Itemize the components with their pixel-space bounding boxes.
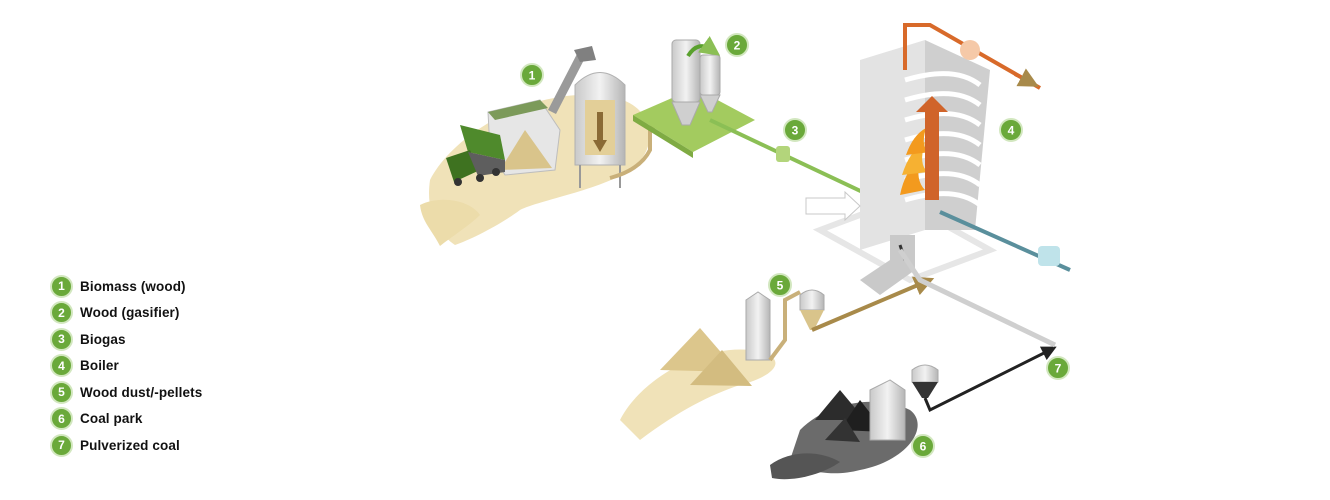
legend-item-pulverized-coal: 7 Pulverized coal xyxy=(50,432,202,459)
legend-item-biomass: 1 Biomass (wood) xyxy=(50,273,202,300)
legend-badge: 6 xyxy=(50,407,73,431)
badge-2: 2 xyxy=(725,33,749,57)
wood-pile-icon xyxy=(660,328,752,386)
legend-label: Pulverized coal xyxy=(80,437,180,453)
badge-7: 7 xyxy=(1046,356,1070,380)
legend-badge: 2 xyxy=(50,301,73,325)
gasifier-platform xyxy=(633,88,755,152)
boiler-icon xyxy=(805,40,998,295)
svg-text:4: 4 xyxy=(1008,124,1015,138)
legend-item-coal-park: 6 Coal park xyxy=(50,406,202,433)
biogas-valve-icon xyxy=(776,146,790,162)
wood-dust-area xyxy=(620,276,935,440)
cyclone-icon xyxy=(671,36,721,126)
wood-chips-spill xyxy=(420,199,480,246)
silo-icon xyxy=(574,72,626,188)
truck-icon xyxy=(446,125,505,186)
legend-label: Coal park xyxy=(80,411,143,427)
legend-label: Wood (gasifier) xyxy=(80,305,180,321)
legend-badge: 1 xyxy=(50,274,73,298)
pulverized-coal-pipe xyxy=(923,346,1057,413)
wood-chips-pile xyxy=(500,130,552,170)
badge-4: 4 xyxy=(999,118,1023,142)
air-inlet-arrow-icon xyxy=(805,190,861,222)
legend-item-gasifier: 2 Wood (gasifier) xyxy=(50,300,202,327)
legend-label: Wood dust/-pellets xyxy=(80,384,203,400)
pellet-silo-icon xyxy=(745,289,825,361)
badge-6: 6 xyxy=(911,434,935,458)
legend-label: Biomass (wood) xyxy=(80,278,186,294)
svg-text:1: 1 xyxy=(529,69,536,83)
legend-item-biogas: 3 Biogas xyxy=(50,326,202,353)
recirculation-arrow-icon xyxy=(686,36,721,58)
coal-shadow xyxy=(770,453,840,480)
hot-steam-pipe xyxy=(903,23,1041,90)
heat-exchanger-icon xyxy=(960,40,980,60)
badge-1: 1 xyxy=(520,63,544,87)
svg-text:6: 6 xyxy=(920,440,927,454)
badge-5: 5 xyxy=(768,273,792,297)
flame-icon xyxy=(900,128,930,195)
svg-text:2: 2 xyxy=(734,39,741,53)
legend-badge: 4 xyxy=(50,354,73,378)
biomass-area xyxy=(420,46,681,246)
badge-3: 3 xyxy=(783,118,807,142)
svg-text:7: 7 xyxy=(1055,362,1062,376)
gasifier-area xyxy=(633,36,900,210)
steam-arrow-icon xyxy=(1014,68,1039,87)
legend-item-boiler: 4 Boiler xyxy=(50,353,202,380)
steam-outlet xyxy=(903,23,1041,90)
legend-badge: 3 xyxy=(50,327,73,351)
coal-park-area xyxy=(770,248,1057,480)
coal-mill-icon xyxy=(869,364,939,441)
intake-hopper-roof xyxy=(488,100,548,120)
legend-badge: 7 xyxy=(50,433,73,457)
conveyor-icon xyxy=(548,46,596,114)
wood-feed-pipe xyxy=(609,116,681,180)
wood-dust-pipe xyxy=(768,290,801,362)
legend-label: Biogas xyxy=(80,331,126,347)
legend-label: Boiler xyxy=(80,358,119,374)
wood-dust-feed-pipe xyxy=(811,276,935,332)
feedwater-heat-exchanger-icon xyxy=(1038,246,1060,266)
legend: 1 Biomass (wood) 2 Wood (gasifier) 3 Bio… xyxy=(50,273,202,459)
legend-item-wood-dust: 5 Wood dust/-pellets xyxy=(50,379,202,406)
svg-text:5: 5 xyxy=(777,279,784,293)
svg-text:3: 3 xyxy=(792,124,799,138)
feedwater-inlet xyxy=(939,210,1071,272)
hot-gas-arrow-icon xyxy=(916,96,948,200)
pulverized-coal-return-pipe xyxy=(897,248,1057,348)
legend-badge: 5 xyxy=(50,380,73,404)
